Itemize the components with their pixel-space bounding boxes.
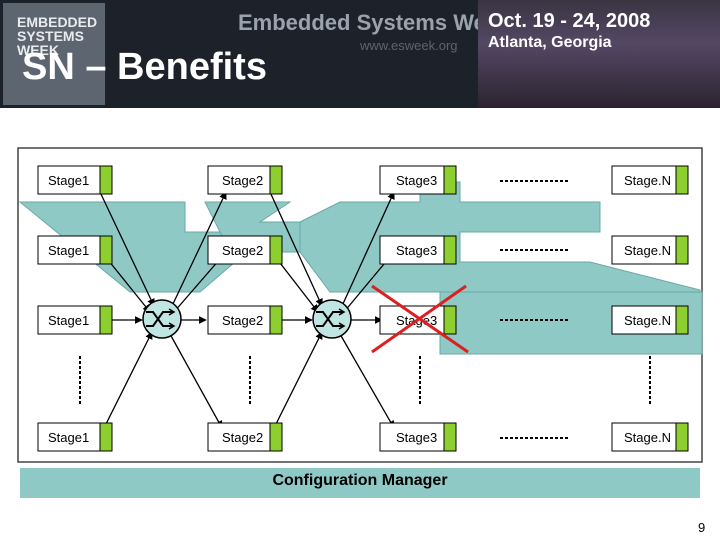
stage-box: Stage2 bbox=[207, 235, 283, 265]
event-dates: Oct. 19 - 24, 2008 bbox=[488, 10, 651, 32]
page-number: 9 bbox=[698, 520, 706, 535]
city-skyline-image bbox=[478, 0, 720, 108]
switch-icon bbox=[312, 299, 352, 339]
stage-label: Stage1 bbox=[48, 313, 89, 328]
logo-line-3: WEEK bbox=[17, 42, 59, 58]
stage-box: Stage.N bbox=[611, 305, 689, 335]
stage-box: Stage.N bbox=[611, 422, 689, 452]
stage-box: Stage2 bbox=[207, 422, 283, 452]
stage-label: Stage3 bbox=[396, 430, 437, 445]
stage-box: Stage1 bbox=[37, 305, 113, 335]
stage-label: Stage2 bbox=[222, 243, 263, 258]
failure-cross-icon bbox=[371, 284, 469, 354]
stage-box: Stage.N bbox=[611, 235, 689, 265]
data-path-ribbons bbox=[18, 181, 703, 355]
stage-box: Stage3 bbox=[379, 165, 457, 195]
stage-label: Stage.N bbox=[624, 173, 671, 188]
stage-row-4: Stage1 Stage2 Stage3 Stage.N bbox=[37, 422, 689, 452]
stage-label: Stage1 bbox=[48, 173, 89, 188]
stage-row-1: Stage1 Stage2 Stage3 Stage.N bbox=[37, 165, 689, 195]
stage-label: Stage2 bbox=[222, 313, 263, 328]
stage-label: Stage3 bbox=[396, 243, 437, 258]
logo-line-2: SYSTEMS bbox=[17, 28, 84, 44]
stage-label: Stage1 bbox=[48, 430, 89, 445]
header-banner: EMBEDDED SYSTEMS WEEK Embedded Systems W… bbox=[0, 0, 720, 108]
stage-box: Stage1 bbox=[37, 235, 113, 265]
stage-box: Stage3 bbox=[379, 422, 457, 452]
stage-label: Stage2 bbox=[222, 173, 263, 188]
ellipsis-lines bbox=[79, 180, 651, 439]
stage-box: Stage3 bbox=[379, 235, 457, 265]
esweek-logo: EMBEDDED SYSTEMS WEEK bbox=[3, 3, 105, 105]
stage-box: Stage2 bbox=[207, 165, 283, 195]
stage-row-3: Stage1 Stage2 Stage3 Stage.N bbox=[37, 305, 689, 335]
stage-label: Stage.N bbox=[624, 243, 671, 258]
event-url: www.esweek.org bbox=[360, 38, 458, 53]
stage-label: Stage.N bbox=[624, 430, 671, 445]
stage-box: Stage1 bbox=[37, 422, 113, 452]
stage-row-2: Stage1 Stage2 Stage3 Stage.N bbox=[37, 235, 689, 265]
configuration-manager-bar bbox=[20, 468, 700, 498]
stage-label: Stage3 bbox=[396, 173, 437, 188]
stage-label: Stage1 bbox=[48, 243, 89, 258]
event-location: Atlanta, Georgia bbox=[488, 34, 612, 51]
stage-box: Stage1 bbox=[37, 165, 113, 195]
logo-line-1: EMBEDDED bbox=[17, 14, 98, 30]
slide-title: SN – Benefits bbox=[22, 46, 267, 88]
switch-icon bbox=[142, 299, 182, 339]
stage-box: Stage2 bbox=[207, 305, 283, 335]
stage-box: Stage.N bbox=[611, 165, 689, 195]
stage-label: Stage.N bbox=[624, 313, 671, 328]
configuration-manager-label: Configuration Manager bbox=[272, 472, 448, 489]
stage-label: Stage2 bbox=[222, 430, 263, 445]
event-name: Embedded Systems Week bbox=[238, 10, 511, 35]
